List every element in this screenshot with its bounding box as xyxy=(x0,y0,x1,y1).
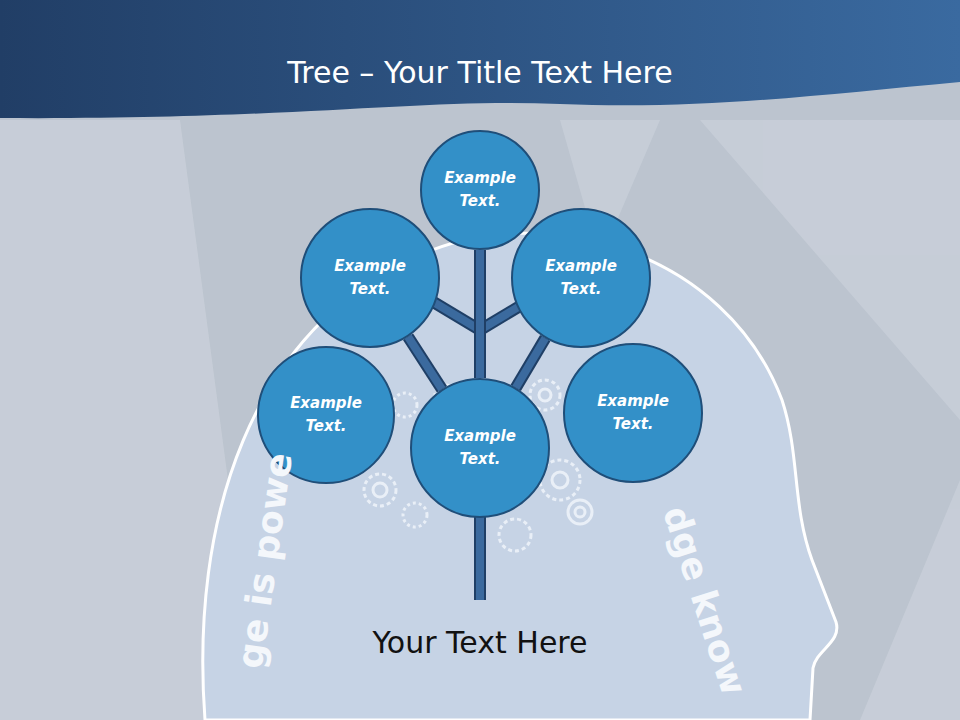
branch-stroke xyxy=(474,250,486,378)
tree-circle: Example Text. xyxy=(410,378,550,518)
circle-label: Example Text. xyxy=(284,392,368,438)
circle-shape xyxy=(563,343,703,483)
circle-shape xyxy=(420,130,540,250)
circle-shape xyxy=(410,378,550,518)
branch-stroke xyxy=(516,338,545,388)
tree-circle: Example Text. xyxy=(511,208,651,348)
tree-circle: Example Text. xyxy=(420,130,540,250)
circle-shape xyxy=(511,208,651,348)
circle-label: Example Text. xyxy=(328,255,412,301)
circle-label: Example Text. xyxy=(438,425,522,471)
caption-text: Your Text Here xyxy=(0,625,960,660)
circle-label: Example Text. xyxy=(539,255,623,301)
branch-line xyxy=(408,337,442,389)
branch-stroke xyxy=(408,337,442,389)
tree-circle: Example Text. xyxy=(300,208,440,348)
slide-title: Tree – Your Title Text Here xyxy=(0,55,960,90)
circle-shape xyxy=(300,208,440,348)
circle-label: Example Text. xyxy=(438,167,522,213)
circle-label: Example Text. xyxy=(591,390,675,436)
branch-line xyxy=(480,250,481,378)
branch-stroke xyxy=(476,250,484,378)
branch-line xyxy=(516,338,545,388)
branch-stroke xyxy=(516,338,545,388)
branch-stroke xyxy=(408,337,442,389)
tree-circle: Example Text. xyxy=(563,343,703,483)
